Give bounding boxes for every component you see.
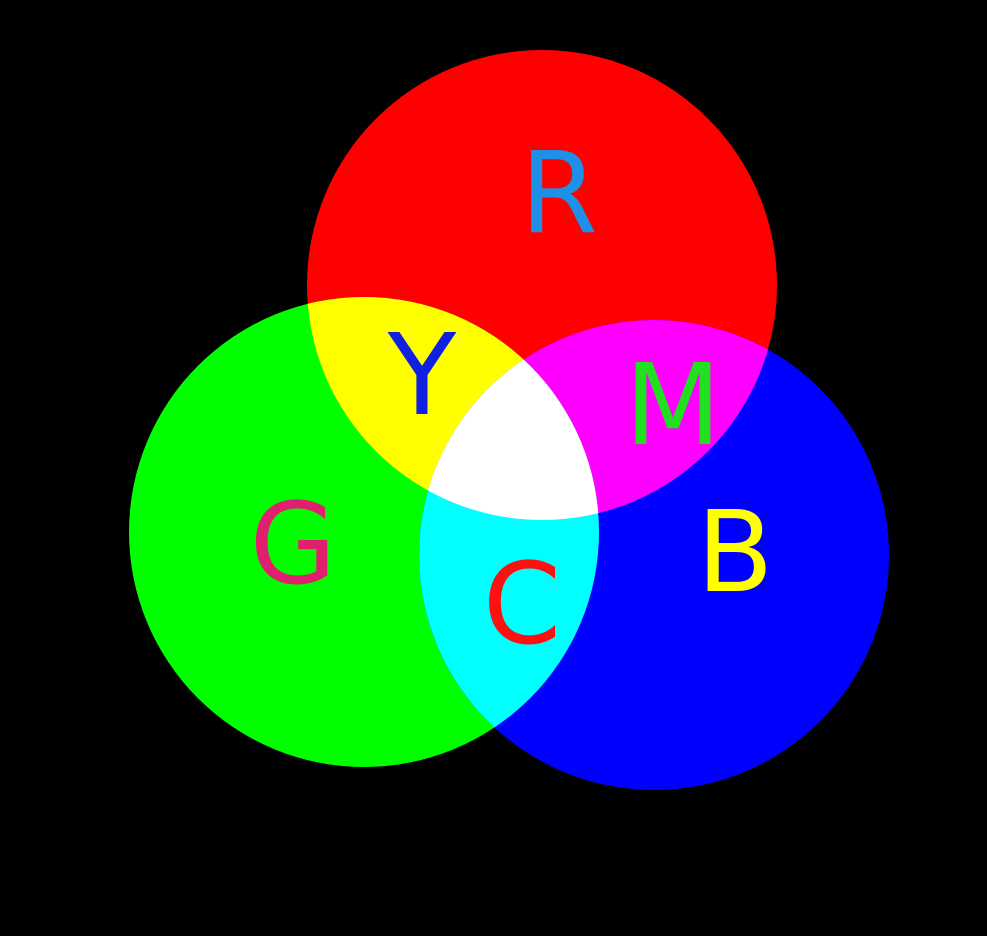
label-b: B [697,488,774,618]
label-m: M [625,341,722,471]
label-y: Y [387,311,457,441]
label-c: C [483,540,561,670]
label-r: R [520,129,598,259]
white-center-region [419,320,599,520]
label-g: G [250,480,337,610]
